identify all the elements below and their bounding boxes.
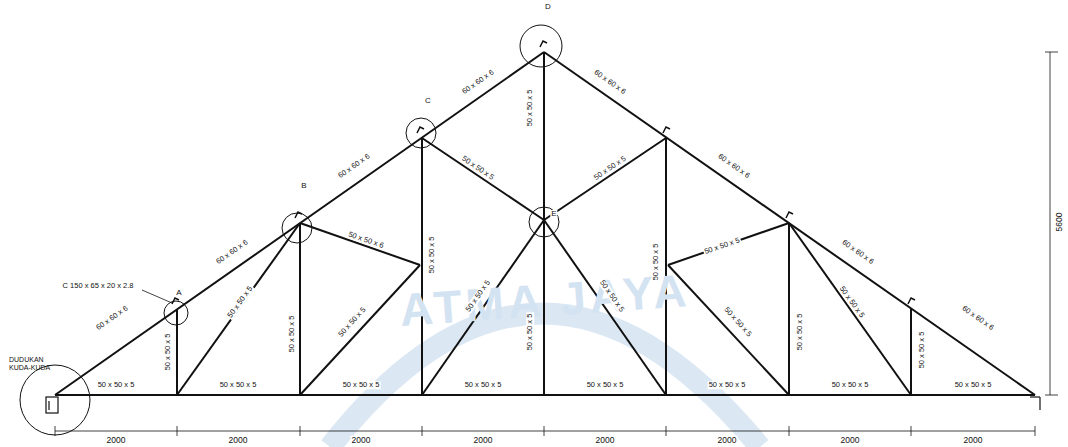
member-size: 50 x 50 x 5 bbox=[164, 333, 172, 372]
section-note: C 150 x 65 x 20 x 2.8 bbox=[62, 282, 135, 290]
member-size: 60 x 60 x 6 bbox=[960, 304, 996, 332]
member-size: 50 x 50 x 5 bbox=[342, 381, 381, 389]
dimension-line bbox=[55, 52, 1058, 436]
dimension-value: 2000 bbox=[106, 436, 127, 445]
member-size: 50 x 50 x 5 bbox=[918, 331, 926, 370]
dimension-value: 2000 bbox=[228, 436, 249, 445]
member-size: 50 x 50 x 5 bbox=[464, 381, 503, 389]
dimension-value: 2000 bbox=[840, 436, 861, 445]
dimension-value: 2000 bbox=[595, 436, 616, 445]
member-size: 50 x 50 x 5 bbox=[219, 381, 258, 389]
member-size: 50 x 50 x 5 bbox=[838, 284, 867, 320]
detail-circles bbox=[20, 25, 562, 435]
detail-letter: A bbox=[175, 289, 182, 297]
dimension-value: 5600 bbox=[1055, 212, 1064, 233]
detail-letter: B bbox=[300, 182, 307, 190]
support-note: DUDUKAN KUDA-KUDA bbox=[8, 356, 56, 372]
detail-letter: E bbox=[550, 210, 557, 218]
truss-members bbox=[55, 52, 1035, 395]
member-size: 50 x 50 x 5 bbox=[97, 381, 136, 389]
member-size: 50 x 50 x 5 bbox=[288, 315, 296, 354]
dimension-value: 2000 bbox=[717, 436, 738, 445]
member-size: 50 x 50 x 5 bbox=[796, 313, 804, 352]
member-size: 50 x 50 x 5 bbox=[226, 284, 255, 320]
member-size: 60 x 60 x 6 bbox=[94, 304, 130, 332]
member-size: 50 x 50 x 5 bbox=[722, 305, 753, 339]
detail-letter: C bbox=[424, 97, 432, 105]
member-size: 50 x 50 x 5 bbox=[954, 381, 993, 389]
dimension-value: 2000 bbox=[963, 436, 984, 445]
member-size: 60 x 60 x 6 bbox=[460, 68, 496, 96]
watermark: ATMA JAYA bbox=[397, 267, 692, 333]
member-size: 50 x 50 x 5 bbox=[586, 381, 625, 389]
detail-letter: D bbox=[544, 3, 552, 11]
member-size: 50 x 50 x 5 bbox=[702, 236, 741, 256]
dimension-value: 2000 bbox=[351, 436, 372, 445]
member-size: 50 x 50 x 5 bbox=[336, 305, 367, 339]
dimension-value: 2000 bbox=[473, 436, 494, 445]
member-size: 50 x 50 x 5 bbox=[831, 381, 870, 389]
support-symbol bbox=[46, 397, 1040, 413]
member-size: 60 x 60 x 6 bbox=[592, 68, 628, 96]
member-size: 50 x 50 x 5 bbox=[526, 89, 534, 128]
member-size: 50 x 50 x 5 bbox=[526, 313, 534, 352]
member-size: 50 x 50 x 5 bbox=[428, 236, 436, 275]
purlin-symbols bbox=[172, 41, 915, 304]
member-size: 50 x 50 x 5 bbox=[708, 381, 747, 389]
member-size: 50 x 50 x 5 bbox=[652, 243, 660, 282]
leader-line bbox=[142, 290, 172, 303]
